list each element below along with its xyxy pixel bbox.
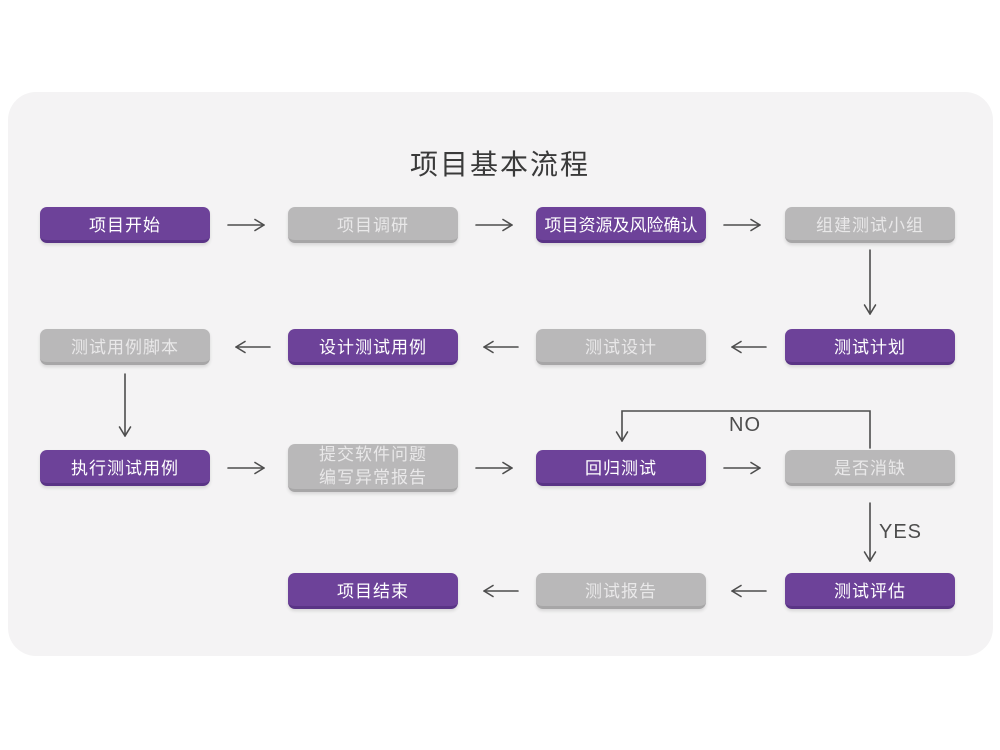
node-project-end: 项目结束 — [288, 573, 458, 609]
node-resource-risk-confirm: 项目资源及风险确认 — [536, 207, 706, 243]
node-submit-issue-report: 提交软件问题 编写异常报告 — [288, 444, 458, 492]
node-test-design: 测试设计 — [536, 329, 706, 365]
branch-label-yes: YES — [879, 521, 923, 543]
node-test-plan: 测试计划 — [785, 329, 955, 365]
node-test-evaluation: 测试评估 — [785, 573, 955, 609]
branch-label-no: NO — [729, 414, 761, 436]
node-regression-test: 回归测试 — [536, 450, 706, 486]
node-project-research: 项目调研 — [288, 207, 458, 243]
node-test-case-scripts: 测试用例脚本 — [40, 329, 210, 365]
node-project-start: 项目开始 — [40, 207, 210, 243]
diagram-title: 项目基本流程 — [409, 149, 590, 180]
node-test-report: 测试报告 — [536, 573, 706, 609]
node-execute-test-cases: 执行测试用例 — [40, 450, 210, 486]
node-build-test-team: 组建测试小组 — [785, 207, 955, 243]
node-design-test-cases: 设计测试用例 — [288, 329, 458, 365]
flowchart-card-background — [8, 92, 993, 656]
node-defect-resolved: 是否消缺 — [785, 450, 955, 486]
